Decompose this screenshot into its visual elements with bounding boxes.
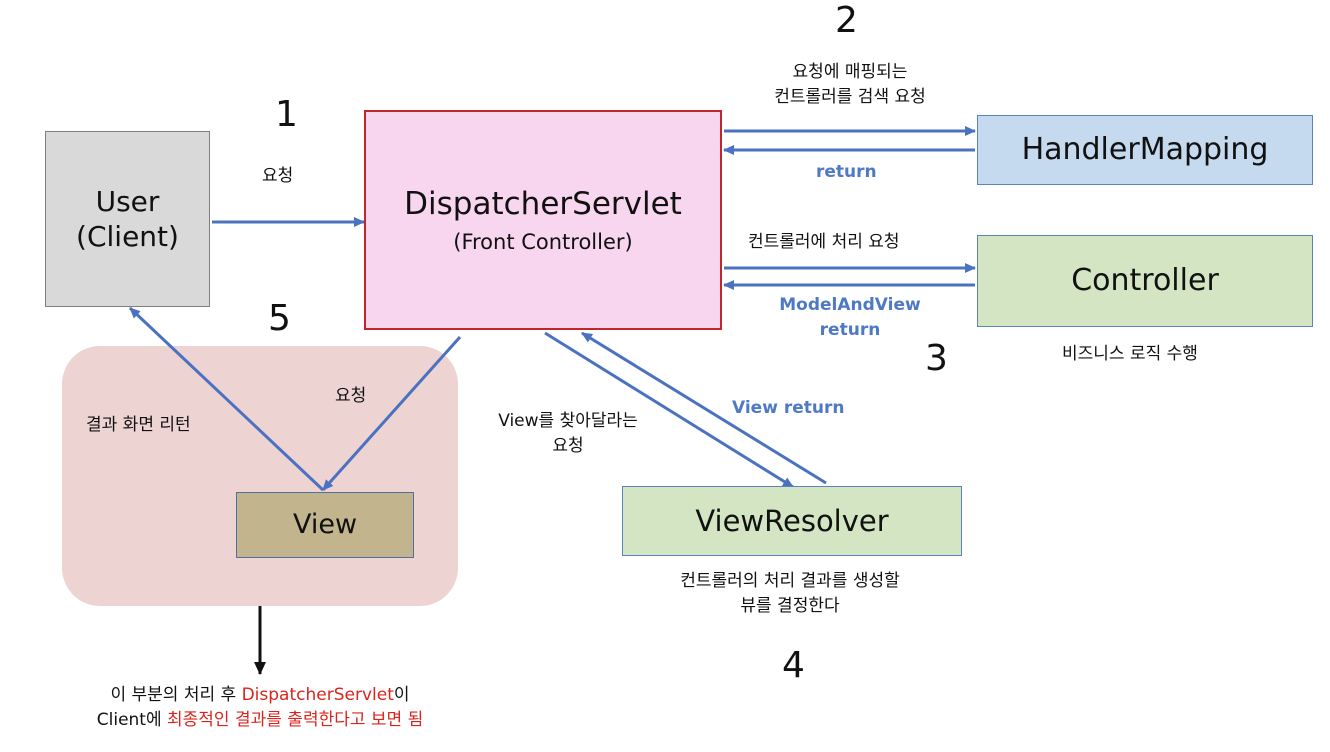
client-label: (Client) [76, 220, 179, 253]
controller-label: Controller [1071, 263, 1219, 299]
mapping-request-line2: 컨트롤러를 검색 요청 [774, 86, 926, 107]
dispatcher-subtitle: (Front Controller) [453, 230, 633, 255]
controller-request-label: 컨트롤러에 처리 요청 [748, 232, 900, 252]
step-5-number: 5 [268, 298, 291, 339]
view-box: View [236, 492, 414, 558]
user-label: User [95, 185, 160, 218]
bottom-note-line1: 이 부분의 처리 후 DispatcherServlet이 [0, 683, 520, 708]
note-line2-highlight: 최종적인 결과를 출력한다고 보면 됨 [167, 709, 424, 730]
dispatcher-title: DispatcherServlet [404, 185, 682, 222]
arrow-dispatcher-to-resolver [544, 331, 794, 489]
find-view-line2: 요청 [552, 435, 584, 456]
result-return-label: 결과 화면 리턴 [86, 415, 191, 435]
model-and-view-label: ModelAndView return [750, 293, 950, 342]
dispatcher-servlet-box: DispatcherServlet (Front Controller) [364, 110, 722, 330]
view-return-label: View return [732, 398, 845, 418]
note-line1-highlight: DispatcherServlet [241, 685, 394, 705]
mapping-request-label: 요청에 매핑되는 컨트롤러를 검색 요청 [700, 60, 1000, 109]
arrow-dispatcher-to-view [321, 335, 462, 492]
note-line2-start: Client에 [96, 709, 168, 730]
view-resolver-box: ViewResolver [622, 486, 962, 556]
arrow-resolver-return [581, 331, 827, 485]
model-and-view-line2: return [819, 319, 881, 340]
step-3-number: 3 [925, 338, 948, 379]
arrow-view-to-user [128, 306, 325, 492]
step-2-number: 2 [835, 0, 858, 41]
resolver-desc-line2: 뷰를 결정한다 [740, 595, 840, 616]
controller-box: Controller [977, 235, 1313, 327]
user-client-box: User (Client) [45, 131, 210, 307]
mapping-request-line1: 요청에 매핑되는 [792, 62, 908, 82]
mapping-return-label: return [816, 162, 877, 182]
step-4-number: 4 [782, 645, 805, 686]
business-logic-label: 비즈니스 로직 수행 [1062, 344, 1198, 364]
bottom-note: 이 부분의 처리 후 DispatcherServlet이 Client에 최종… [0, 683, 520, 732]
resolver-description: 컨트롤러의 처리 결과를 생성할 뷰를 결정한다 [640, 569, 940, 618]
model-and-view-line1: ModelAndView [779, 295, 921, 315]
resolver-desc-line1: 컨트롤러의 처리 결과를 생성할 [680, 571, 900, 591]
client-view-region [62, 346, 458, 606]
note-line1-start: 이 부분의 처리 후 [110, 685, 242, 705]
step-1-number: 1 [275, 94, 298, 135]
find-view-line1: View를 찾아달라는 [498, 411, 638, 431]
find-view-request-label: View를 찾아달라는 요청 [468, 409, 668, 458]
view-request-label: 요청 [335, 386, 367, 406]
handler-mapping-box: HandlerMapping [977, 115, 1313, 185]
bottom-note-line2: Client에 최종적인 결과를 출력한다고 보면 됨 [0, 708, 520, 733]
request-label: 요청 [262, 166, 294, 186]
view-label: View [292, 509, 358, 541]
view-resolver-label: ViewResolver [695, 503, 889, 538]
note-line1-end: 이 [393, 685, 410, 705]
handler-mapping-label: HandlerMapping [1021, 132, 1269, 168]
